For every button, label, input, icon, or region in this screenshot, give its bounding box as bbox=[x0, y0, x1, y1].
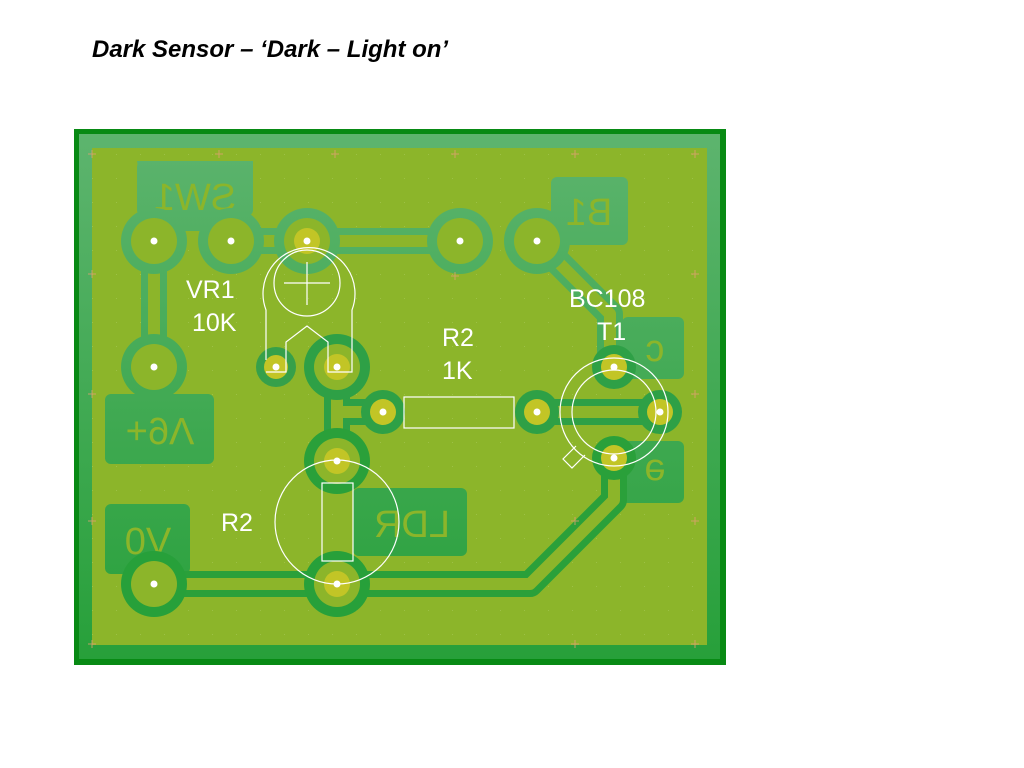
pad-ldr-top bbox=[304, 428, 370, 494]
ldr-outline bbox=[274, 459, 400, 585]
pad-r2-1 bbox=[361, 390, 405, 434]
page-title: Dark Sensor – ‘Dark – Light on’ bbox=[92, 36, 449, 63]
pad-t1-base bbox=[638, 390, 682, 434]
t1-part-label: BC108 bbox=[569, 285, 645, 313]
t1-ref-label: T1 bbox=[597, 318, 626, 346]
copper-label-plus9v: +9V bbox=[105, 394, 214, 464]
copper-label-ldr: LDR bbox=[353, 488, 467, 556]
ldr-label: LDR bbox=[374, 504, 450, 546]
pad-r2-2 bbox=[515, 390, 559, 434]
r2-ref-label: R2 bbox=[442, 324, 474, 352]
b1-label: B1 bbox=[566, 192, 612, 234]
vr1-value-label: 10K bbox=[192, 309, 237, 337]
copper-label-b1: B1 bbox=[551, 177, 628, 245]
pad-t1-emitter bbox=[592, 436, 636, 480]
silkscreen bbox=[262, 247, 669, 585]
r2-outline bbox=[403, 396, 515, 429]
registration-marks bbox=[88, 150, 699, 648]
vr1-ref-label: VR1 bbox=[186, 276, 235, 304]
vr1-outline bbox=[262, 247, 356, 373]
pad-t1-collector bbox=[592, 345, 636, 389]
r2-value-label: 1K bbox=[442, 357, 473, 385]
plus9v-label: +9V bbox=[126, 409, 195, 451]
pads bbox=[121, 208, 682, 617]
pad-vr1-2 bbox=[256, 347, 296, 387]
t1-outline bbox=[559, 357, 669, 469]
pad-vr1-1 bbox=[274, 208, 340, 274]
e-label: e bbox=[644, 451, 665, 493]
pad-junction-top bbox=[427, 208, 493, 274]
ldr-ref-label: R2 bbox=[221, 509, 253, 537]
pad-b1 bbox=[504, 208, 570, 274]
pad-plus9v bbox=[121, 334, 187, 400]
c-label: c bbox=[646, 328, 665, 370]
pad-sw1-2 bbox=[198, 208, 264, 274]
pad-vr1-wiper bbox=[304, 334, 370, 400]
pad-0v bbox=[121, 551, 187, 617]
pad-sw1-1 bbox=[121, 208, 187, 274]
copper-label-e: e bbox=[622, 441, 684, 503]
